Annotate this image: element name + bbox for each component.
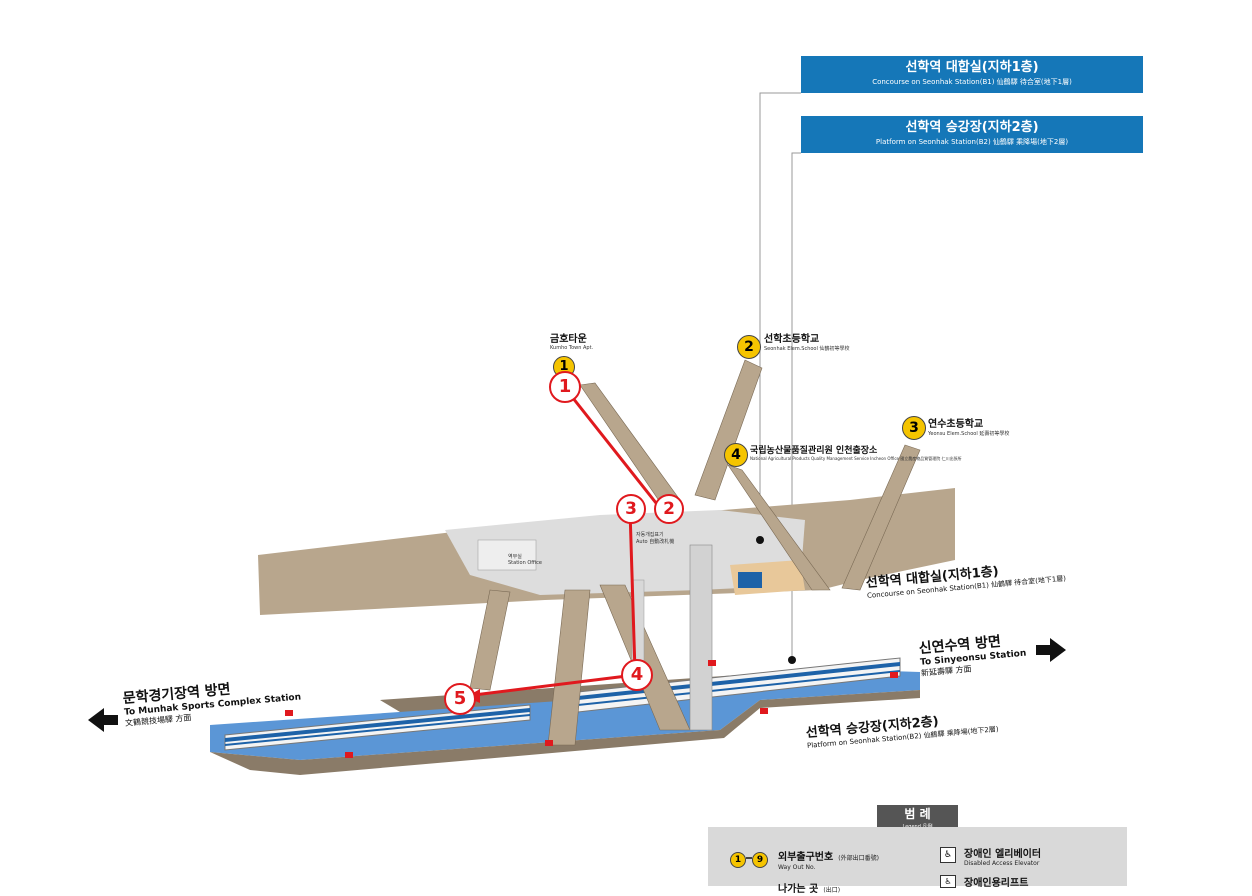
- arrow-right-icon: [1036, 638, 1066, 662]
- legend-way-out: 나가는 곳 (出口): [778, 877, 840, 896]
- legend-exit-no-cn: (外部出口番號): [838, 855, 879, 862]
- legend-lift-text: 장애인용리프트: [964, 878, 1029, 889]
- route-step-1: 1: [549, 371, 581, 403]
- route-step-1-number: 1: [558, 376, 572, 397]
- ticket-gate-subtext: Auto 自動改札機: [636, 539, 675, 545]
- exit-4-stairs: [727, 464, 831, 591]
- legend-exit-no-en: Way Out No.: [778, 864, 816, 871]
- exit-3-name: 연수초등학교: [928, 419, 984, 430]
- exit-2-number: 2: [744, 339, 754, 355]
- ticket-gate-label: 자동개집표기 Auto 自動改札機: [636, 531, 674, 545]
- concourse-header-subtitle: Concourse on Seonhak Station(B1) 仙鶴驛 待合室…: [872, 78, 1072, 86]
- exit-3-badge: 3: [902, 416, 926, 440]
- exit-2-name: 선학초등학교: [764, 334, 820, 345]
- legend-elevator-en: Disabled Access Elevator: [964, 860, 1040, 867]
- exit-sign-marker: [545, 740, 553, 746]
- route-step-4: 4: [621, 659, 653, 691]
- concourse-header: 선학역 대합실(지하1층) Concourse on Seonhak Stati…: [801, 56, 1143, 93]
- exit-2-stairs: [694, 359, 763, 501]
- route-step-3: 3: [616, 494, 646, 524]
- exit-3-subname: Yeonsu Elem.School 延壽初等學校: [928, 431, 1010, 437]
- platform-header-subtitle: Platform on Seonhak Station(B2) 仙鶴驛 乘降場(…: [875, 138, 1069, 146]
- legend-exit-no: 외부출구번호 (外部出口番號) Way Out No.: [778, 845, 879, 871]
- legend-elevator: 장애인 엘리베이터 Disabled Access Elevator: [964, 845, 1041, 867]
- station-office-label: 역무실 Station Office: [508, 553, 542, 566]
- lift-icon: ♿: [940, 875, 956, 888]
- exit-3-number: 3: [909, 420, 919, 436]
- exit-4-number: 4: [731, 447, 741, 463]
- stairs-down-mid: [547, 589, 591, 746]
- route-step-5: 5: [444, 683, 476, 715]
- route-step-2-number: 2: [663, 499, 675, 519]
- route-step-5-number: 5: [453, 688, 467, 709]
- exit-3-label: 연수초등학교 Yeonsu Elem.School 延壽初等學校: [928, 415, 1009, 437]
- route-path-down: [628, 509, 637, 673]
- office-box: [477, 539, 537, 571]
- concourse-floor-paid: [445, 510, 805, 595]
- concourse-marker-dot: [756, 536, 764, 544]
- legend-lift: 장애인용리프트: [964, 874, 1028, 889]
- elevator-icon-box: [738, 572, 762, 588]
- concourse-header-title: 선학역 대합실(지하1층): [905, 60, 1039, 75]
- route-path-platform: [473, 673, 636, 697]
- exit-4-badge: 4: [724, 443, 748, 467]
- legend-title-text: 범 례: [904, 807, 931, 821]
- legend-exit-badge-start: 1: [730, 852, 746, 868]
- platform-edge: [210, 690, 920, 775]
- elevator-shaft: [689, 544, 713, 731]
- exit-3-stairs: [841, 444, 921, 591]
- stairs-down-left: [469, 589, 511, 691]
- route-path: [563, 387, 662, 509]
- legend-exit-start-number: 1: [734, 855, 742, 865]
- route-step-3-number: 3: [625, 499, 637, 519]
- legend-way-out-cn: (出口): [823, 887, 841, 894]
- exit-1-label: 금호타운 Kumho Town Apt.: [550, 330, 593, 351]
- exit-4-subname: National Agricultural Products Quality M…: [750, 456, 962, 461]
- legend-elevator-text: 장애인 엘리베이터: [964, 849, 1042, 860]
- exit-2-badge: 2: [737, 335, 761, 359]
- elevator-icon: ♿: [940, 847, 956, 863]
- exit-2-subname: Seonhak Elem.School 仙鶴初等學校: [764, 346, 850, 352]
- platform-leader-line: [791, 152, 801, 660]
- legend-exit-badge-end: 9: [752, 852, 768, 868]
- arrow-left-icon: [88, 708, 118, 732]
- train-left: [224, 704, 531, 751]
- concourse-leader-line: [759, 92, 801, 540]
- route-step-2: 2: [654, 494, 684, 524]
- ticket-gate-text: 자동개집표기: [636, 532, 664, 538]
- exit-1-subname: Kumho Town Apt.: [550, 345, 594, 351]
- legend-exit-end-number: 9: [756, 855, 764, 865]
- platform-header-title: 선학역 승강장(지하2층): [905, 120, 1039, 135]
- exit-1-name: 금호타운: [550, 334, 587, 345]
- exit-sign-marker: [760, 708, 768, 714]
- exit-1-number: 1: [559, 359, 569, 374]
- station-office-subtext: Station Office: [508, 560, 542, 566]
- exit-4-name: 국립농산물품질관리원 인천출장소: [750, 446, 878, 456]
- station-office-text: 역무실: [508, 554, 522, 560]
- platform-marker-dot: [788, 656, 796, 664]
- exit-2-label: 선학초등학교 Seonhak Elem.School 仙鶴初等學校: [764, 330, 849, 352]
- exit-sign-marker: [708, 660, 716, 666]
- exit-sign-marker: [345, 752, 353, 758]
- route-step-4-number: 4: [630, 664, 644, 685]
- exit-4-label: 국립농산물품질관리원 인천출장소 National Agricultural P…: [750, 443, 962, 462]
- legend-exit-no-text: 외부출구번호: [778, 852, 834, 863]
- exit-sign-marker: [285, 710, 293, 716]
- platform-header: 선학역 승강장(지하2층) Platform on Seonhak Statio…: [801, 116, 1143, 153]
- exit-1-stairs: [579, 382, 681, 506]
- exit-sign-marker: [890, 672, 898, 678]
